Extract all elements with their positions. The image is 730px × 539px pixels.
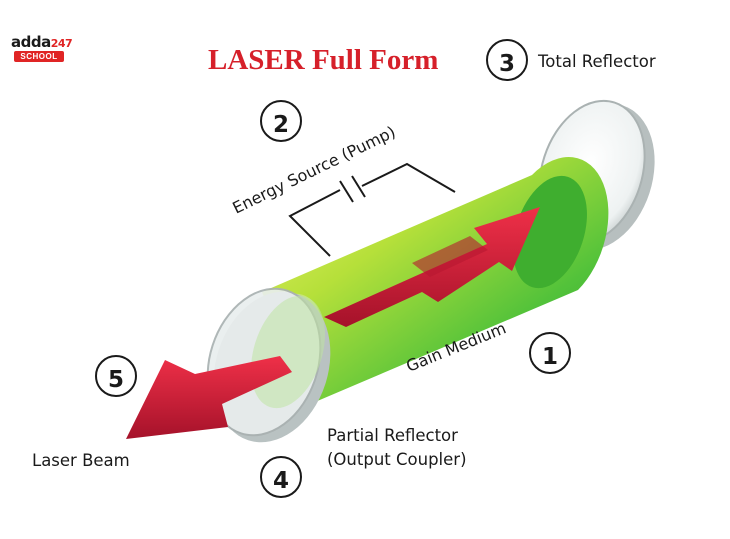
marker-2: 2 xyxy=(260,100,302,142)
logo-badge: SCHOOL xyxy=(14,51,64,62)
marker-2-number: 2 xyxy=(273,112,289,138)
energy-source-circuit xyxy=(288,162,456,257)
marker-4-number: 4 xyxy=(273,468,289,494)
partial-reflector-label: Partial Reflector xyxy=(327,426,458,445)
logo-number: 247 xyxy=(50,37,73,50)
marker-3: 3 xyxy=(486,39,528,81)
laser-beam-arrow xyxy=(126,356,292,439)
marker-5-number: 5 xyxy=(108,367,124,393)
adda247-logo: adda247 SCHOOL xyxy=(8,33,73,65)
page-title: LASER Full Form xyxy=(208,44,439,76)
internal-arrow xyxy=(324,207,540,327)
marker-4: 4 xyxy=(260,456,302,498)
laser-beam-label: Laser Beam xyxy=(32,451,130,470)
output-coupler-label: (Output Coupler) xyxy=(327,450,467,469)
marker-1-number: 1 xyxy=(542,344,558,370)
marker-1: 1 xyxy=(529,332,571,374)
total-reflector-label: Total Reflector xyxy=(538,52,656,71)
logo-word: adda xyxy=(11,33,51,51)
marker-5: 5 xyxy=(95,355,137,397)
marker-3-number: 3 xyxy=(499,51,515,77)
